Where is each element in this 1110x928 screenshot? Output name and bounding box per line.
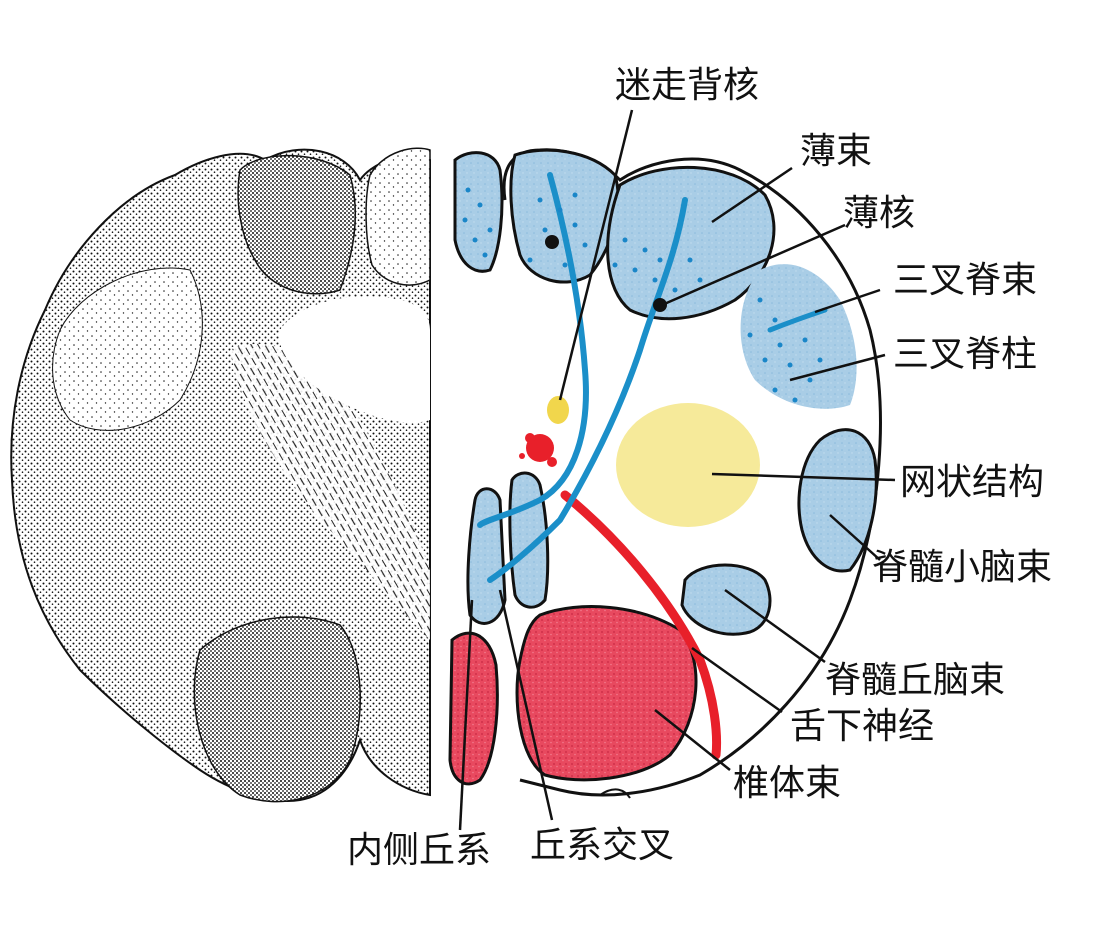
label-dorsal-vagal-nucleus: 迷走背核 xyxy=(615,65,759,106)
leader-fasciculus-gracilis xyxy=(711,166,793,224)
leader-reticular xyxy=(711,472,896,482)
leader-trigeminal-tract xyxy=(814,288,881,314)
spinocerebellar-tract-shape xyxy=(797,428,878,573)
dorsal-vagal-nucleus-dot xyxy=(547,396,569,424)
nucleus-gracilis-region xyxy=(509,148,620,284)
trigeminal-region xyxy=(740,264,857,409)
pyramidal-tract-shape xyxy=(515,605,698,782)
leader-spinothalamic xyxy=(724,588,826,664)
histology-dorsal-lobe-1 xyxy=(237,154,356,295)
label-medial-lemniscus: 内侧丘系 xyxy=(347,830,491,871)
leader-trigeminal-column xyxy=(789,353,886,382)
histology-fiber-band xyxy=(230,343,430,640)
hypoglossal-nerve-line xyxy=(560,490,722,760)
histology-dorsal-lobe-2 xyxy=(365,147,431,286)
left-dorsal-column xyxy=(453,151,504,273)
label-pyramidal-tract: 椎体束 xyxy=(733,763,841,804)
histology-dense-lower xyxy=(193,616,361,803)
histology-white-core xyxy=(279,296,430,423)
label-spinocerebellar-tract: 脊髓小脑束 xyxy=(872,547,1052,588)
nucleus-gracilis-dot xyxy=(545,235,559,249)
label-hypoglossal-nerve: 舌下神经 xyxy=(790,706,934,747)
labels: 迷走背核 薄束 薄核 三叉脊束 三叉脊柱 网状结构 脊髓小脑束 脊髓丘脑束 舌下… xyxy=(347,65,1052,871)
label-reticular-formation: 网状结构 xyxy=(900,462,1044,503)
label-spinal-trigeminal-column: 三叉脊柱 xyxy=(893,334,1037,375)
internal-arcuate-fiber-2 xyxy=(487,197,688,583)
leader-lines xyxy=(458,109,896,831)
medial-lemniscus-band xyxy=(466,487,507,625)
reticular-formation-shape xyxy=(616,403,760,527)
nucleus-cuneatus-dot xyxy=(653,298,667,312)
schematic-half xyxy=(448,148,882,799)
spinothalamic-tract-shape xyxy=(680,563,772,636)
bottom-scribble xyxy=(599,788,631,799)
fasciculus-gracilis-region xyxy=(606,165,776,321)
leader-nucleus-gracilis xyxy=(661,223,846,307)
label-spinothalamic-tract: 脊髓丘脑束 xyxy=(825,660,1005,701)
pyramidal-tract-left xyxy=(448,631,499,786)
leader-medial-lemniscus xyxy=(458,599,474,831)
internal-arcuate-fiber-1 xyxy=(477,172,589,528)
histology-lateral-region xyxy=(52,267,203,431)
leader-spinocerebellar xyxy=(829,514,881,561)
cell-dots xyxy=(462,187,823,403)
label-nucleus-gracilis: 薄核 xyxy=(843,193,915,234)
leader-dorsal-vagal xyxy=(558,109,634,401)
hypoglossal-nucleus-blob xyxy=(519,433,557,467)
leader-pyramidal xyxy=(654,709,731,771)
leader-hypoglossal xyxy=(691,646,783,714)
label-lemniscal-decussation: 丘系交叉 xyxy=(530,825,674,866)
trigeminal-fiber xyxy=(767,307,828,333)
label-fasciculus-gracilis: 薄束 xyxy=(800,131,872,172)
label-spinal-trigeminal-tract: 三叉脊束 xyxy=(893,260,1037,301)
histology-half xyxy=(10,147,431,803)
leader-lemniscal-decussation xyxy=(498,589,554,821)
